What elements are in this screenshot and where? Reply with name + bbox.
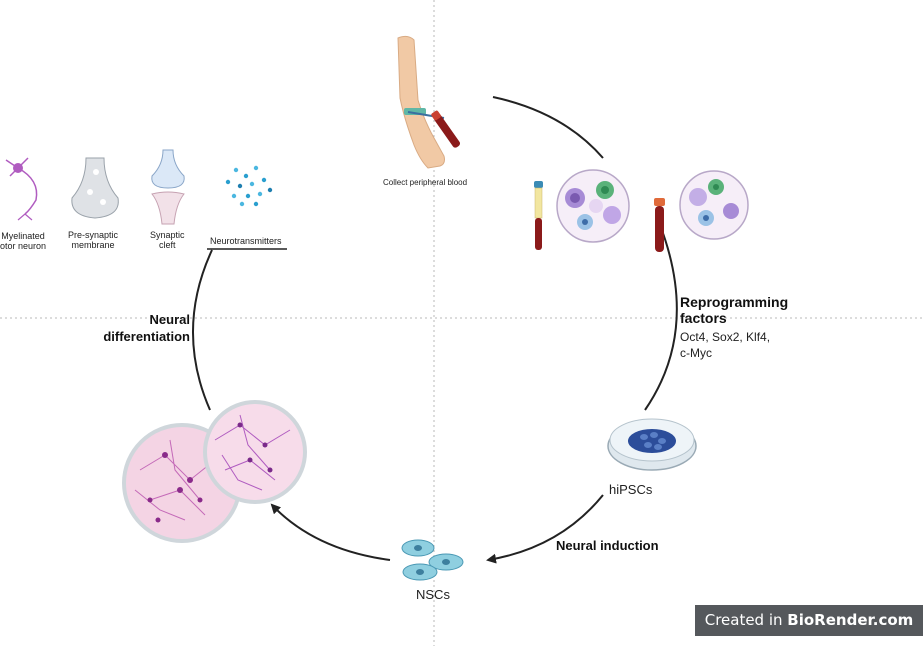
- blood-cells-magnified-icon: [679, 170, 749, 240]
- label-reprogramming-title: Reprogramming factors: [680, 294, 789, 326]
- legend-neuron-line2: otor neuron: [0, 241, 47, 251]
- label-nscs: NSCs: [416, 587, 450, 602]
- nsc-cluster-icon: [401, 539, 464, 581]
- arrow-hipscs-to-nscs: [486, 494, 604, 564]
- label-neural-diff-line2: differentiation: [103, 329, 190, 344]
- neurotransmitters-icon: [225, 165, 273, 207]
- blood-tube-separated-icon: [534, 181, 543, 250]
- legend-presyn-line1: Pre-synaptic: [68, 230, 119, 240]
- blood-tube-whole-icon: [654, 198, 665, 252]
- legend-presyn-line2: membrane: [71, 240, 115, 250]
- label-reprogramming-line1: Oct4, Sox2, Klf4,: [680, 330, 771, 344]
- label-neural-induction: Neural induction: [556, 538, 659, 553]
- arrow-culture-to-neurons: [192, 249, 213, 411]
- label-collect-blood: Collect peripheral blood: [383, 178, 468, 187]
- legend-cleft-label: Synaptic cleft: [150, 230, 185, 250]
- legend-presynaptic-label: Pre-synaptic membrane: [68, 230, 118, 250]
- legend-neuron-line1: Myelinated: [1, 231, 45, 241]
- legend-neuron-label: Myelinated otor neuron: [0, 231, 46, 251]
- legend-cleft-line2: cleft: [159, 240, 176, 250]
- label-reprogramming-line2: c-Myc: [680, 346, 712, 360]
- presynaptic-membrane-icon: [71, 157, 119, 219]
- arrow-nscs-to-culture: [270, 503, 391, 561]
- arrow-tubes-to-hipscs: [644, 224, 678, 411]
- label-neural-differentiation: Neural differentiation: [84, 311, 190, 345]
- legend-neurotransmitters-label: Neurotransmitters: [210, 236, 282, 246]
- legend-cleft-line1: Synaptic: [150, 230, 185, 240]
- label-hipscs: hiPSCs: [609, 482, 653, 497]
- synaptic-cleft-icon: [151, 149, 185, 225]
- watermark-prefix: Created in: [704, 611, 788, 629]
- watermark-brand: BioRender.com: [787, 611, 914, 629]
- arrow-blood-to-tubes: [492, 96, 604, 159]
- label-neural-diff-line1: Neural: [149, 312, 190, 327]
- biorender-watermark: Created in BioRender.com: [695, 605, 923, 636]
- neural-culture-dish-front-icon: [203, 400, 307, 504]
- hipsc-dish-icon: [607, 418, 697, 471]
- myelinated-neuron-icon: [5, 157, 38, 221]
- blood-tube-small-icon: [431, 110, 460, 148]
- pbmc-magnified-icon: [556, 169, 630, 243]
- arm-icon: [397, 35, 445, 169]
